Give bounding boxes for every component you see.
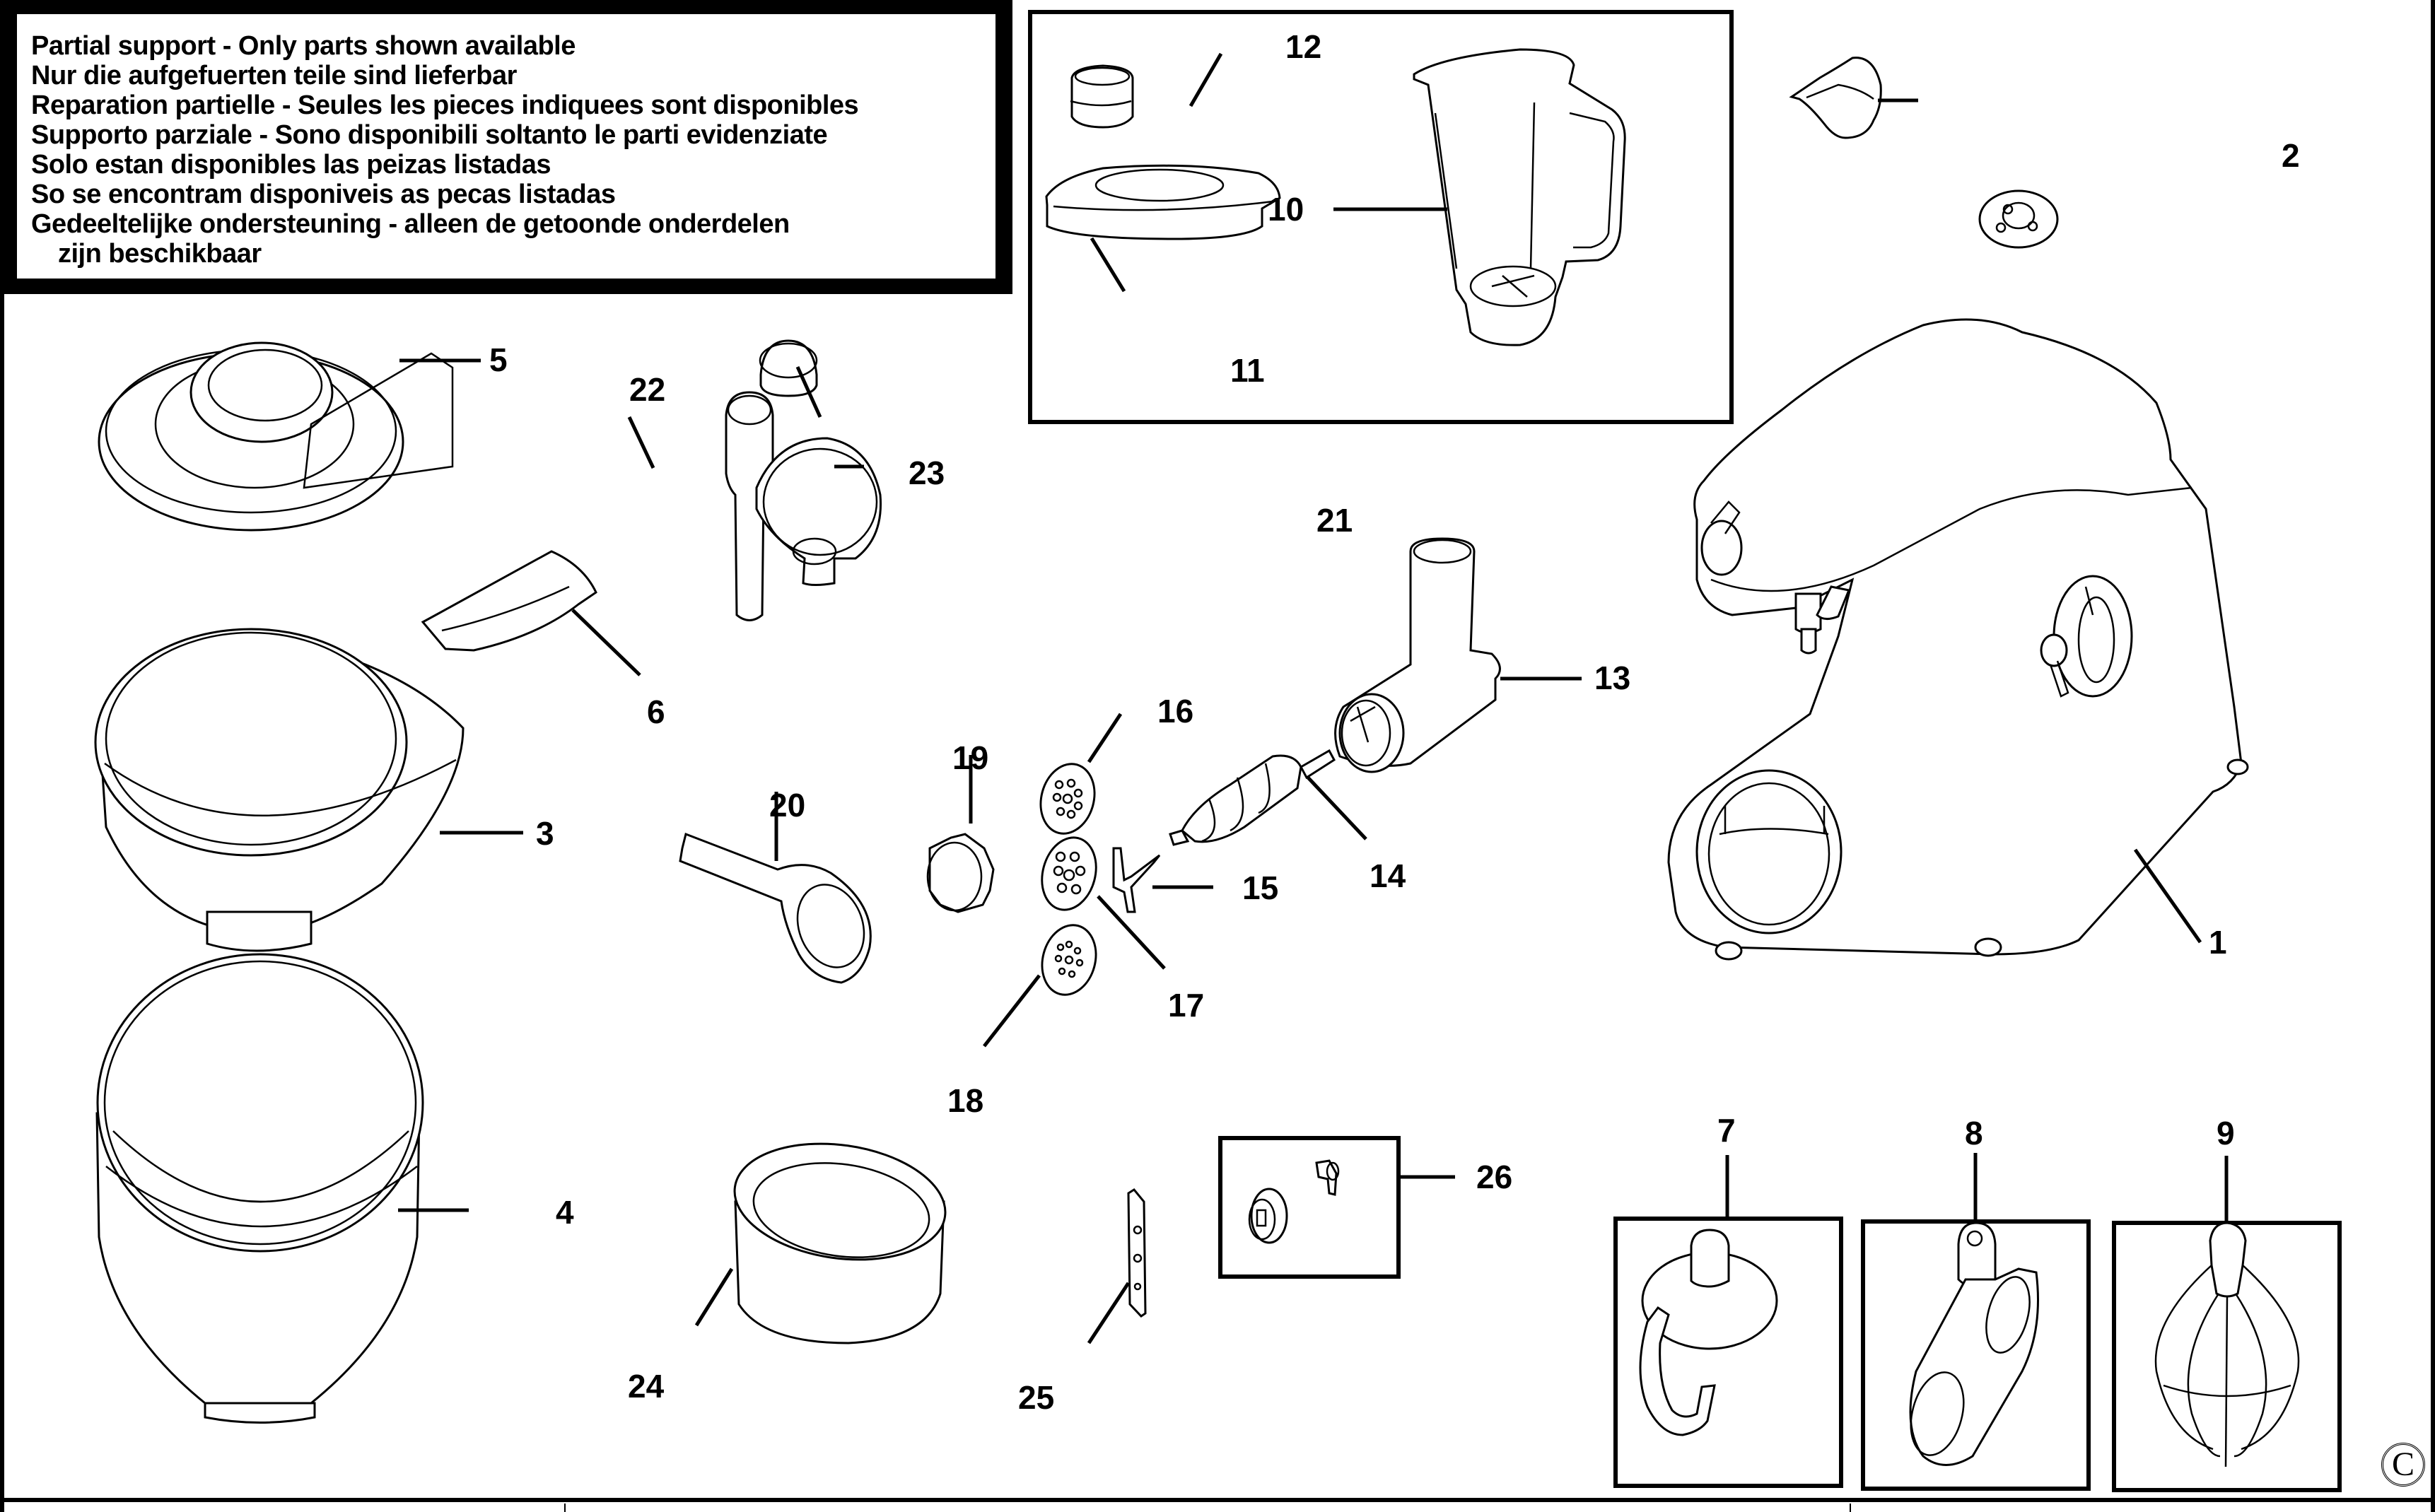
callout-26: 26 (1476, 1159, 1512, 1195)
part-10-blender-jug[interactable] (1413, 48, 1626, 346)
callout-16: 16 (1157, 693, 1193, 729)
leader-24 (694, 1267, 734, 1327)
callout-6: 6 (647, 693, 665, 730)
callout-4: 4 (556, 1194, 574, 1231)
leader-16 (1087, 713, 1123, 763)
partial-support-notice: Partial support - Only parts shown avail… (0, 0, 1012, 294)
callout-14: 14 (1370, 857, 1406, 894)
callout-17: 17 (1168, 987, 1204, 1024)
leader-22 (627, 416, 655, 469)
notice-line-fr: Reparation partielle - Seules les pieces… (31, 90, 859, 120)
part-17-screen-coarse[interactable] (1034, 831, 1104, 916)
part-13-mincer-body[interactable] (1334, 537, 1501, 773)
callout-2: 2 (2282, 137, 2300, 174)
callout-24: 24 (628, 1368, 665, 1405)
callout-5: 5 (489, 341, 508, 378)
callout-22: 22 (629, 371, 665, 408)
callout-10: 10 (1268, 191, 1304, 228)
leader-25 (1087, 1282, 1131, 1344)
notice-line-pt: So se encontram disponiveis as pecas lis… (31, 180, 616, 209)
part-5-splash-guard[interactable] (98, 341, 454, 532)
bowl-socket (1695, 769, 1843, 934)
notice-line-es: Solo estan disponibles las peizas listad… (31, 150, 551, 180)
part-7-dough-hook[interactable] (1639, 1229, 1778, 1436)
leader-11 (1090, 237, 1126, 293)
speed-dial (2052, 575, 2133, 698)
callout-19: 19 (952, 739, 988, 776)
leader-1 (2133, 848, 2202, 944)
part-9-whisk[interactable] (2154, 1221, 2300, 1467)
leader-14 (1307, 776, 1367, 840)
outlet-drive (1794, 585, 1851, 655)
part-18-screen-medium[interactable] (1034, 919, 1103, 1001)
part-11-blender-lid[interactable] (1045, 164, 1281, 240)
part-21-mincer-tray[interactable] (755, 437, 882, 586)
leader-6 (571, 609, 641, 676)
leader-23 (795, 365, 822, 418)
part-16-screen-fine[interactable] (1033, 758, 1102, 840)
footer-divider (564, 1504, 566, 1512)
blender-group-box (1028, 10, 1734, 424)
leader-17 (1097, 895, 1166, 970)
footer-rule (0, 1498, 2435, 1512)
callout-7: 7 (1717, 1112, 1736, 1149)
part-25-cutter-strip[interactable] (1127, 1188, 1147, 1318)
leader-18 (983, 974, 1041, 1048)
notice-line-nl-cont: zijn beschikbaar (58, 239, 262, 269)
part-19-ring-nut[interactable] (926, 833, 995, 913)
part-15-mincer-blade[interactable] (1112, 847, 1161, 913)
part-2-hub-cover[interactable] (1789, 57, 1882, 139)
callout-11: 11 (1230, 352, 1265, 389)
notice-line-nl: Gedeeltelijke ondersteuning - alleen de … (31, 209, 790, 239)
part-4-mixing-bowl-large[interactable] (95, 953, 424, 1424)
callout-8: 8 (1965, 1115, 1983, 1151)
callout-25: 25 (1018, 1379, 1054, 1416)
copyright-icon: C (2381, 1443, 2425, 1487)
callout-18: 18 (947, 1082, 983, 1119)
release-lever (2040, 633, 2069, 698)
part-26-box (1218, 1136, 1401, 1279)
notice-line-de: Nur die aufgefuerten teile sind lieferba… (31, 61, 517, 90)
part-1-mixer-body[interactable] (1667, 189, 2249, 961)
part-8-beater[interactable] (1903, 1221, 2039, 1466)
callout-3: 3 (536, 815, 554, 852)
leader-12 (1189, 52, 1223, 107)
part-26-speed-knob-kit[interactable] (1248, 1159, 1340, 1244)
screen-holes (1054, 940, 1084, 978)
part-20-spanner[interactable] (679, 832, 875, 984)
part-12-filler-cap[interactable] (1070, 64, 1134, 129)
screen-holes (1052, 778, 1083, 819)
notice-line-en: Partial support - Only parts shown avail… (31, 31, 576, 61)
callout-23: 23 (909, 455, 945, 491)
callout-15: 15 (1242, 869, 1278, 906)
part-6-splash-guard-flap[interactable] (421, 550, 597, 652)
callout-1: 1 (2209, 924, 2227, 961)
callout-20: 20 (769, 787, 805, 824)
callout-9: 9 (2217, 1115, 2235, 1151)
part-14-mincer-worm[interactable] (1169, 749, 1336, 846)
callout-12: 12 (1285, 28, 1321, 65)
callout-13: 13 (1594, 660, 1630, 696)
callout-21: 21 (1316, 502, 1353, 539)
drive-hub (1978, 189, 2059, 249)
screen-holes (1053, 851, 1086, 895)
notice-line-it: Supporto parziale - Sono disponibili sol… (31, 120, 828, 150)
part-3-mixing-bowl[interactable] (94, 628, 465, 952)
tilt-lever (1700, 500, 1743, 576)
part-24-bowl-ring[interactable] (727, 1131, 952, 1344)
footer-divider (1850, 1504, 1851, 1512)
